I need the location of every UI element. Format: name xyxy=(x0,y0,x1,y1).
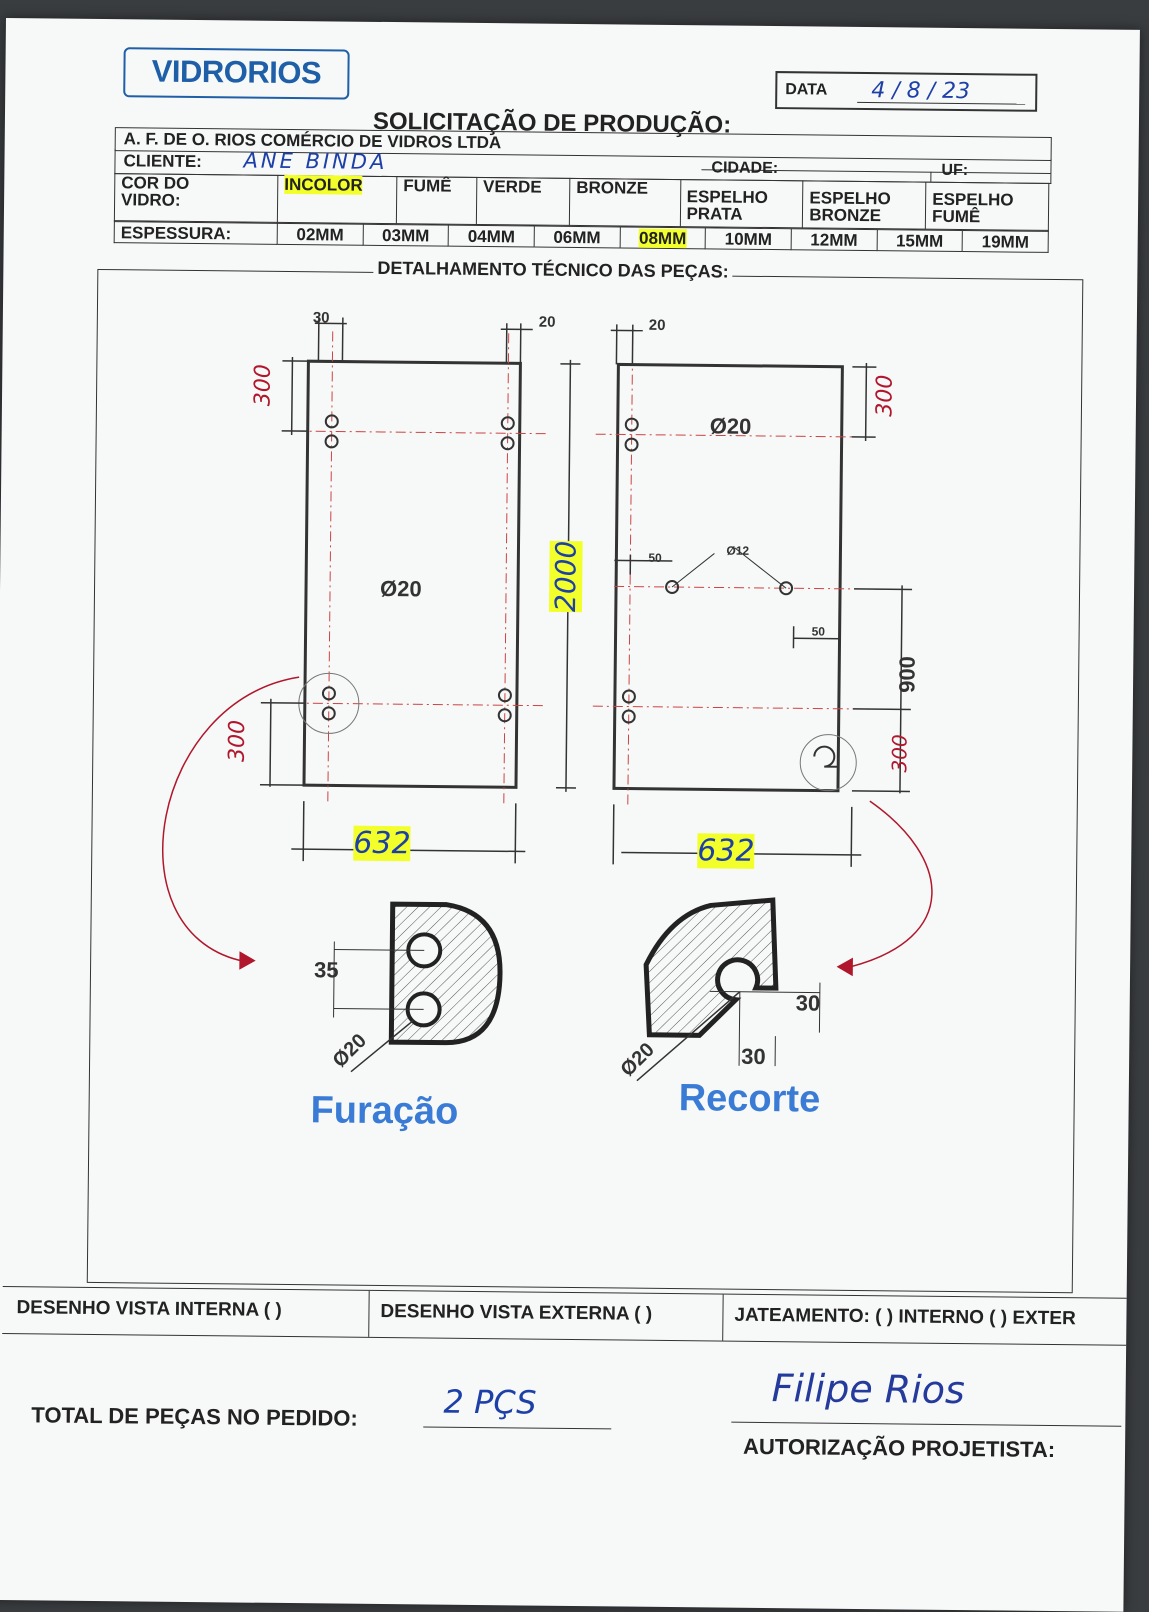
dim-20-left-label: 20 xyxy=(539,314,556,331)
right-detail-marker xyxy=(800,734,857,791)
thickness-06mm[interactable]: 06MM xyxy=(534,226,620,248)
height-value: 2000 xyxy=(549,541,583,613)
right-width-value: 632 xyxy=(697,833,755,869)
recorte-dim-h: 30 xyxy=(796,990,821,1016)
thickness-10mm[interactable]: 10MM xyxy=(705,228,791,250)
color-option-verde[interactable]: VERDE xyxy=(476,177,570,225)
authorization-label: AUTORIZAÇÃO PROJETISTA: xyxy=(743,1434,1055,1463)
client-label: CLIENTE: xyxy=(123,151,202,172)
designer-signature: Filipe Rios xyxy=(771,1366,965,1412)
dim-20-right-label: 20 xyxy=(649,317,666,334)
dim-50-left: 50 xyxy=(648,551,662,565)
thickness-12mm[interactable]: 12MM xyxy=(791,229,877,251)
arrow-to-recorte xyxy=(850,801,933,968)
dim-300-bottom-right: 300 xyxy=(887,734,911,772)
left-hole-diameter: Ø20 xyxy=(380,576,422,602)
date-value: 4 / 8 / 23 xyxy=(871,78,970,104)
dim-300-bottom-left: 300 xyxy=(225,720,250,762)
date-label: DATA xyxy=(785,81,827,99)
sandblast-option[interactable]: JATEAMENTO: ( ) INTERNO ( ) EXTER xyxy=(734,1305,1076,1331)
recorte-dim-v: 30 xyxy=(741,1044,766,1070)
signature-line xyxy=(731,1422,1121,1427)
client-value[interactable]: ANE BINDA xyxy=(243,148,387,174)
furacao-detail-shape xyxy=(391,904,500,1043)
internal-view-option[interactable]: DESENHO VISTA INTERNA ( ) xyxy=(16,1297,282,1322)
production-order-sheet: VIDRORIOS DATA 4 / 8 / 23 SOLICITAÇÃO DE… xyxy=(0,18,1140,1612)
small-hole-diameter: Ø12 xyxy=(726,544,749,558)
uf-label: UF: xyxy=(941,162,968,180)
thickness-04mm[interactable]: 04MM xyxy=(448,225,534,247)
thickness-02mm[interactable]: 02MM xyxy=(277,223,363,245)
recorte-detail-shape xyxy=(645,899,776,1036)
dim-300-top-left: 300 xyxy=(250,364,275,406)
dim-300-top-right: 300 xyxy=(872,375,897,417)
external-view-option[interactable]: DESENHO VISTA EXTERNA ( ) xyxy=(380,1301,652,1326)
thickness-15mm[interactable]: 15MM xyxy=(877,230,963,252)
left-width-value: 632 xyxy=(353,826,411,862)
recorte-caption: Recorte xyxy=(678,1077,820,1121)
color-option-incolor[interactable]: INCOLOR xyxy=(277,175,397,223)
dim-30-label: 30 xyxy=(313,309,330,326)
total-pieces-field[interactable] xyxy=(423,1426,611,1429)
thickness-03mm[interactable]: 03MM xyxy=(363,224,449,246)
color-option-fume[interactable]: FUMÊ xyxy=(396,177,476,225)
total-pieces-label: TOTAL DE PEÇAS NO PEDIDO: xyxy=(31,1402,358,1431)
furacao-caption: Furação xyxy=(310,1089,458,1134)
total-pieces-value: 2 PÇS xyxy=(443,1383,536,1422)
right-hole-diameter: Ø20 xyxy=(710,413,752,439)
city-label: CIDADE: xyxy=(711,159,778,178)
thickness-08mm[interactable]: 08MM xyxy=(620,227,706,249)
technical-drawing-svg xyxy=(87,269,1082,1289)
arrow-to-furacao xyxy=(162,676,300,961)
date-field[interactable]: 4 / 8 / 23 xyxy=(857,78,1025,105)
thickness-19mm[interactable]: 19MM xyxy=(962,231,1048,253)
date-box: DATA 4 / 8 / 23 xyxy=(775,71,1037,112)
dim-50-right: 50 xyxy=(812,624,826,638)
color-option-bronze[interactable]: BRONZE xyxy=(569,178,680,226)
dim-900: 900 xyxy=(894,656,920,693)
company-logo: VIDRORIOS xyxy=(123,47,350,99)
thickness-label: ESPESSURA: xyxy=(114,222,277,245)
furacao-dim-35: 35 xyxy=(314,957,339,983)
view-options-row: DESENHO VISTA INTERNA ( ) DESENHO VISTA … xyxy=(2,1286,1126,1346)
